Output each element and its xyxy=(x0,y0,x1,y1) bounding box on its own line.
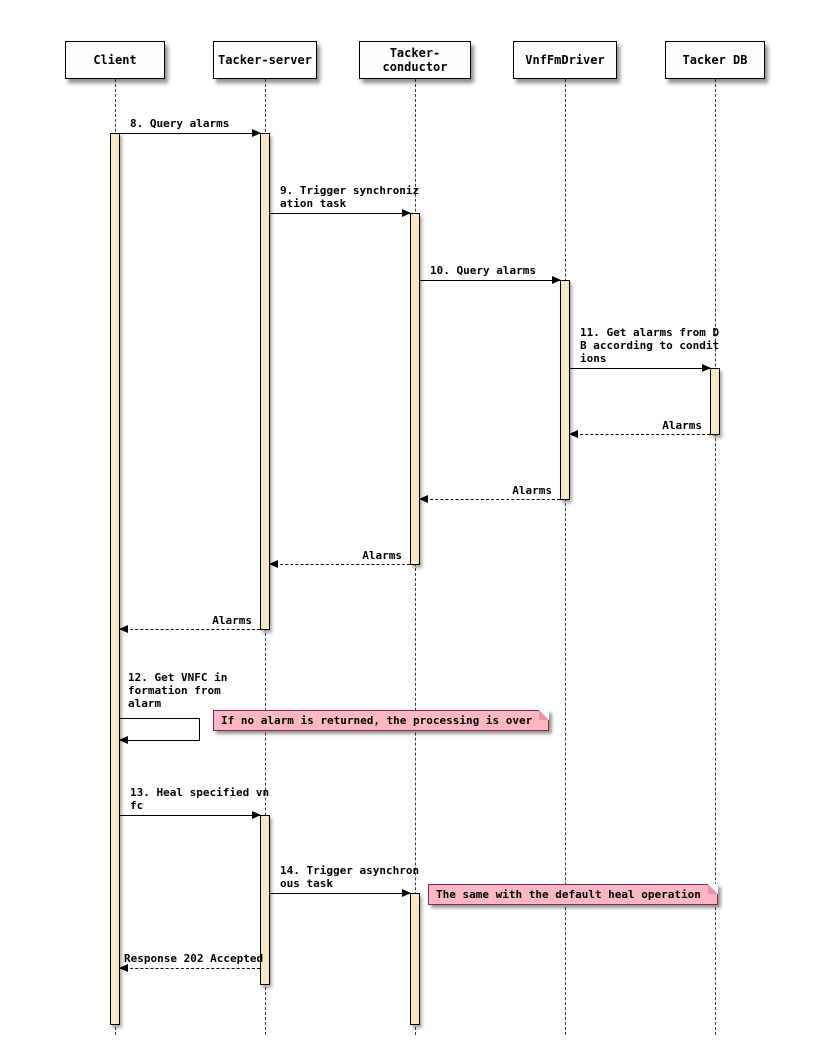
message-label-12: 12. Get VNFC in formation from alarm xyxy=(128,671,228,710)
self-arrow-12-bottom xyxy=(119,736,200,745)
message-label-11: 11. Get alarms from D B according to con… xyxy=(580,326,720,365)
message-label-13: 13. Heal specified vn fc xyxy=(130,786,270,812)
participant-tacker-conductor: Tacker-conductor xyxy=(359,41,471,79)
activation-tacker-conductor-1 xyxy=(410,213,420,565)
arrow-query-alarms-8 xyxy=(120,129,261,138)
return-label-alarms-server: Alarms xyxy=(212,614,252,627)
note-default-heal: The same with the default heal operation xyxy=(428,884,718,905)
activation-tacker-server-2 xyxy=(260,815,270,985)
arrow-return-alarms-driver xyxy=(419,495,560,504)
participant-tacker-server: Tacker-server xyxy=(213,41,317,79)
participant-tacker-db: Tacker DB xyxy=(665,41,765,79)
activation-tacker-server-1 xyxy=(260,133,270,630)
activation-vnffmdriver xyxy=(560,280,570,500)
self-arrow-12-side xyxy=(198,718,200,740)
return-label-response-202: Response 202 Accepted xyxy=(124,952,264,965)
arrow-get-alarms-from-db-11 xyxy=(570,364,711,373)
message-label-10: 10. Query alarms xyxy=(430,264,536,277)
lifeline-vnffmdriver xyxy=(565,79,566,1035)
message-label-8: 8. Query alarms xyxy=(130,117,230,130)
participant-vnffmdriver: VnfFmDriver xyxy=(513,41,617,79)
arrow-query-alarms-10 xyxy=(420,276,561,285)
activation-tacker-db xyxy=(710,368,720,435)
arrow-return-alarms-db xyxy=(569,430,710,439)
return-label-alarms-conductor: Alarms xyxy=(362,549,402,562)
return-label-alarms-db: Alarms xyxy=(662,419,702,432)
lifeline-tacker-db xyxy=(715,79,716,1035)
message-label-14: 14. Trigger asynchron ous task xyxy=(280,864,420,890)
participant-client: Client xyxy=(65,41,165,79)
activation-tacker-conductor-2 xyxy=(410,893,420,1025)
message-label-9: 9. Trigger synchroniz ation task xyxy=(280,184,420,210)
arrow-heal-vnfc-13 xyxy=(120,811,261,820)
self-arrow-12-top xyxy=(120,718,200,719)
activation-client xyxy=(110,133,120,1025)
arrow-return-alarms-conductor xyxy=(269,560,410,569)
arrow-trigger-async-task-14 xyxy=(270,889,411,898)
arrow-response-202 xyxy=(119,964,260,973)
return-label-alarms-driver: Alarms xyxy=(512,484,552,497)
arrow-return-alarms-server xyxy=(119,625,260,634)
arrow-trigger-sync-task-9 xyxy=(270,209,411,218)
note-no-alarm: If no alarm is returned, the processing … xyxy=(213,710,550,731)
